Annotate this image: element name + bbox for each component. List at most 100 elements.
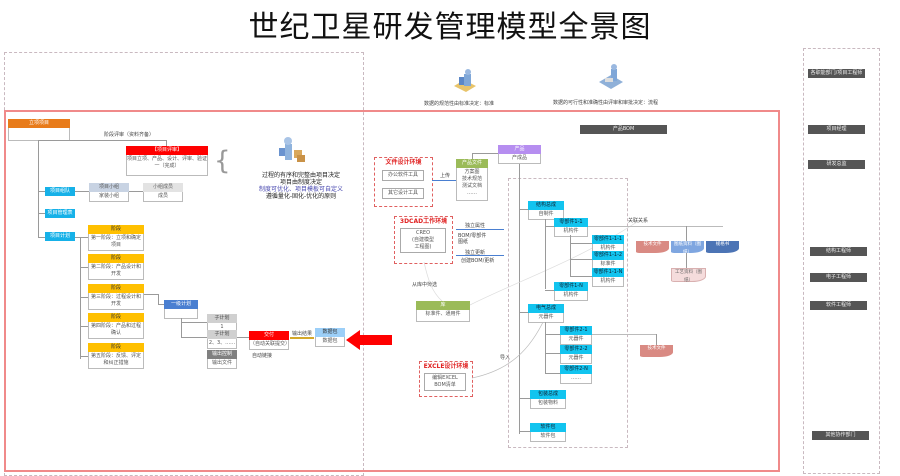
bom-label-1: BOM/零部件 — [458, 233, 487, 239]
bom-zone-frame — [508, 178, 628, 448]
mgmt-tag[interactable]: 项目管理表 — [45, 209, 75, 218]
upload-arrow — [432, 180, 456, 181]
connector — [545, 226, 554, 227]
connector — [570, 259, 592, 260]
page-title: 世纪卫星研发管理模型全景图 — [248, 10, 652, 45]
connector — [686, 226, 687, 241]
excel-env: EXCLE设计环境 编辑EXCEL BOM清单 — [419, 361, 473, 397]
project-review-node[interactable]: 【项目评审】 项目立项、产品、设计、评审、验证一（完成） — [126, 146, 208, 176]
connector — [181, 318, 182, 338]
product-node[interactable]: 产品 产成品 — [498, 145, 541, 164]
output-control-node[interactable]: 输出控制 输出文件 — [207, 350, 237, 369]
connector — [80, 356, 88, 357]
sidebar-item[interactable]: 各职能部门/项目工程师 — [808, 69, 865, 78]
bom-node[interactable]: 软件包软件包 — [530, 423, 566, 442]
product-doc-node[interactable]: 产品文件 方案图 技术规范 测试文档 …… — [456, 159, 488, 201]
doc-technical[interactable]: 技术文件 — [636, 241, 669, 253]
project-review-body: 项目立项、产品、设计、评审、验证一（完成） — [126, 155, 208, 176]
plan-tag[interactable]: 项目计划 — [45, 232, 75, 241]
connector — [519, 209, 528, 210]
library-node[interactable]: 库 标准件、通用件 — [416, 301, 470, 322]
relation-label: 关联关系 — [628, 218, 649, 224]
output-link-label: 输出结果 — [292, 331, 313, 337]
doc-spec[interactable]: 规格书 — [706, 241, 739, 253]
phase-node[interactable]: 阶段 第四阶段：产品和过程确认 — [88, 313, 144, 339]
connector — [181, 337, 207, 338]
standard-person-icon — [454, 69, 476, 92]
bom-node[interactable]: 零部件2-N…… — [560, 365, 592, 384]
connector — [80, 267, 88, 268]
phase-node[interactable]: 阶段 第五阶段：反馈、评定和纠正措施 — [88, 343, 144, 369]
bom-node[interactable]: 包装总成包装物料 — [530, 390, 566, 409]
doc-technical-2[interactable]: 技术文件 — [640, 345, 673, 357]
connector — [545, 290, 554, 291]
connector — [144, 294, 158, 295]
project-review-header: 【项目评审】 — [126, 146, 208, 155]
connector — [38, 191, 45, 192]
phase-node[interactable]: 阶段 第一阶段：立项和确定项目 — [88, 225, 144, 251]
phase-node[interactable]: 阶段 第三阶段：过程设计和开发 — [88, 284, 144, 310]
connector — [38, 140, 166, 141]
main-zone-frame — [4, 110, 780, 472]
connector — [75, 237, 88, 238]
connector — [75, 191, 89, 192]
connector — [158, 294, 159, 304]
office-tool-item[interactable]: 办公软件工具 — [382, 170, 424, 181]
doc-process[interactable]: 工艺资料（图纸） — [671, 268, 706, 283]
review-label: 阶段评审（资料齐备） — [104, 132, 155, 138]
bom-out-arrow — [456, 255, 504, 256]
bom-node[interactable]: 电气总成元器件 — [528, 304, 564, 323]
sidebar-item[interactable]: 电子工程师 — [810, 273, 867, 282]
connector — [38, 213, 45, 214]
standard-caption: 数据的规范性由标准决定：标准 — [424, 101, 495, 107]
bom-out-label-2: 创建BOM/更新 — [461, 258, 495, 264]
phase-node[interactable]: 阶段 第二阶段：产品设计和开发 — [88, 254, 144, 280]
connector — [158, 304, 164, 305]
connector — [181, 322, 207, 323]
big-red-arrow-icon — [346, 330, 392, 350]
sidebar-item[interactable]: 软件工程师 — [810, 301, 867, 310]
connector — [472, 153, 498, 154]
team-tag[interactable]: 项目组队 — [45, 187, 75, 196]
connector — [545, 334, 560, 335]
connector — [545, 219, 546, 289]
team-member-body: 成员 — [143, 192, 183, 202]
sidebar-frame — [803, 48, 880, 474]
sidebar-item[interactable]: 结构工程师 — [810, 247, 867, 256]
connector — [80, 237, 81, 359]
connector — [545, 373, 560, 374]
sub-plan-node[interactable]: 子计划 2、3、…… — [207, 330, 237, 349]
sidebar-item[interactable]: 其他协作部门 — [812, 431, 869, 440]
connector — [570, 235, 571, 276]
connector — [472, 153, 473, 159]
team-group-node[interactable]: 项目小组 家装小组 — [89, 183, 129, 202]
connector — [545, 353, 560, 354]
connector — [588, 226, 723, 227]
bom-node[interactable]: 结构总成自制件 — [528, 201, 564, 220]
sidebar-item[interactable]: 研发总监 — [808, 160, 865, 169]
connector — [166, 140, 167, 146]
team-group-body: 家装小组 — [89, 192, 129, 202]
sidebar-item[interactable]: 项目经理 — [808, 125, 865, 134]
connector — [545, 322, 546, 374]
doc-drawings[interactable]: 图纸资料（图纸） — [671, 241, 704, 255]
team-member-node[interactable]: 小组成员 成员 — [143, 183, 183, 202]
connector — [656, 334, 657, 345]
deliver-node[interactable]: 交付 （自动关联提交） — [249, 331, 290, 350]
data-package-node[interactable]: 数据包 数据包 — [315, 328, 345, 347]
other-tool-item[interactable]: 其它设计工具 — [382, 188, 424, 199]
auto-link-label: 自动链接 — [252, 353, 273, 359]
connector — [38, 140, 39, 238]
upload-label: 上传 — [440, 173, 451, 179]
excel-body: 编辑EXCEL BOM清单 — [424, 373, 466, 391]
bom-label-2: 图纸 — [458, 239, 469, 245]
connector — [519, 398, 530, 399]
connector — [80, 297, 88, 298]
team-group-header: 项目小组 — [89, 183, 129, 192]
connector — [570, 276, 592, 277]
